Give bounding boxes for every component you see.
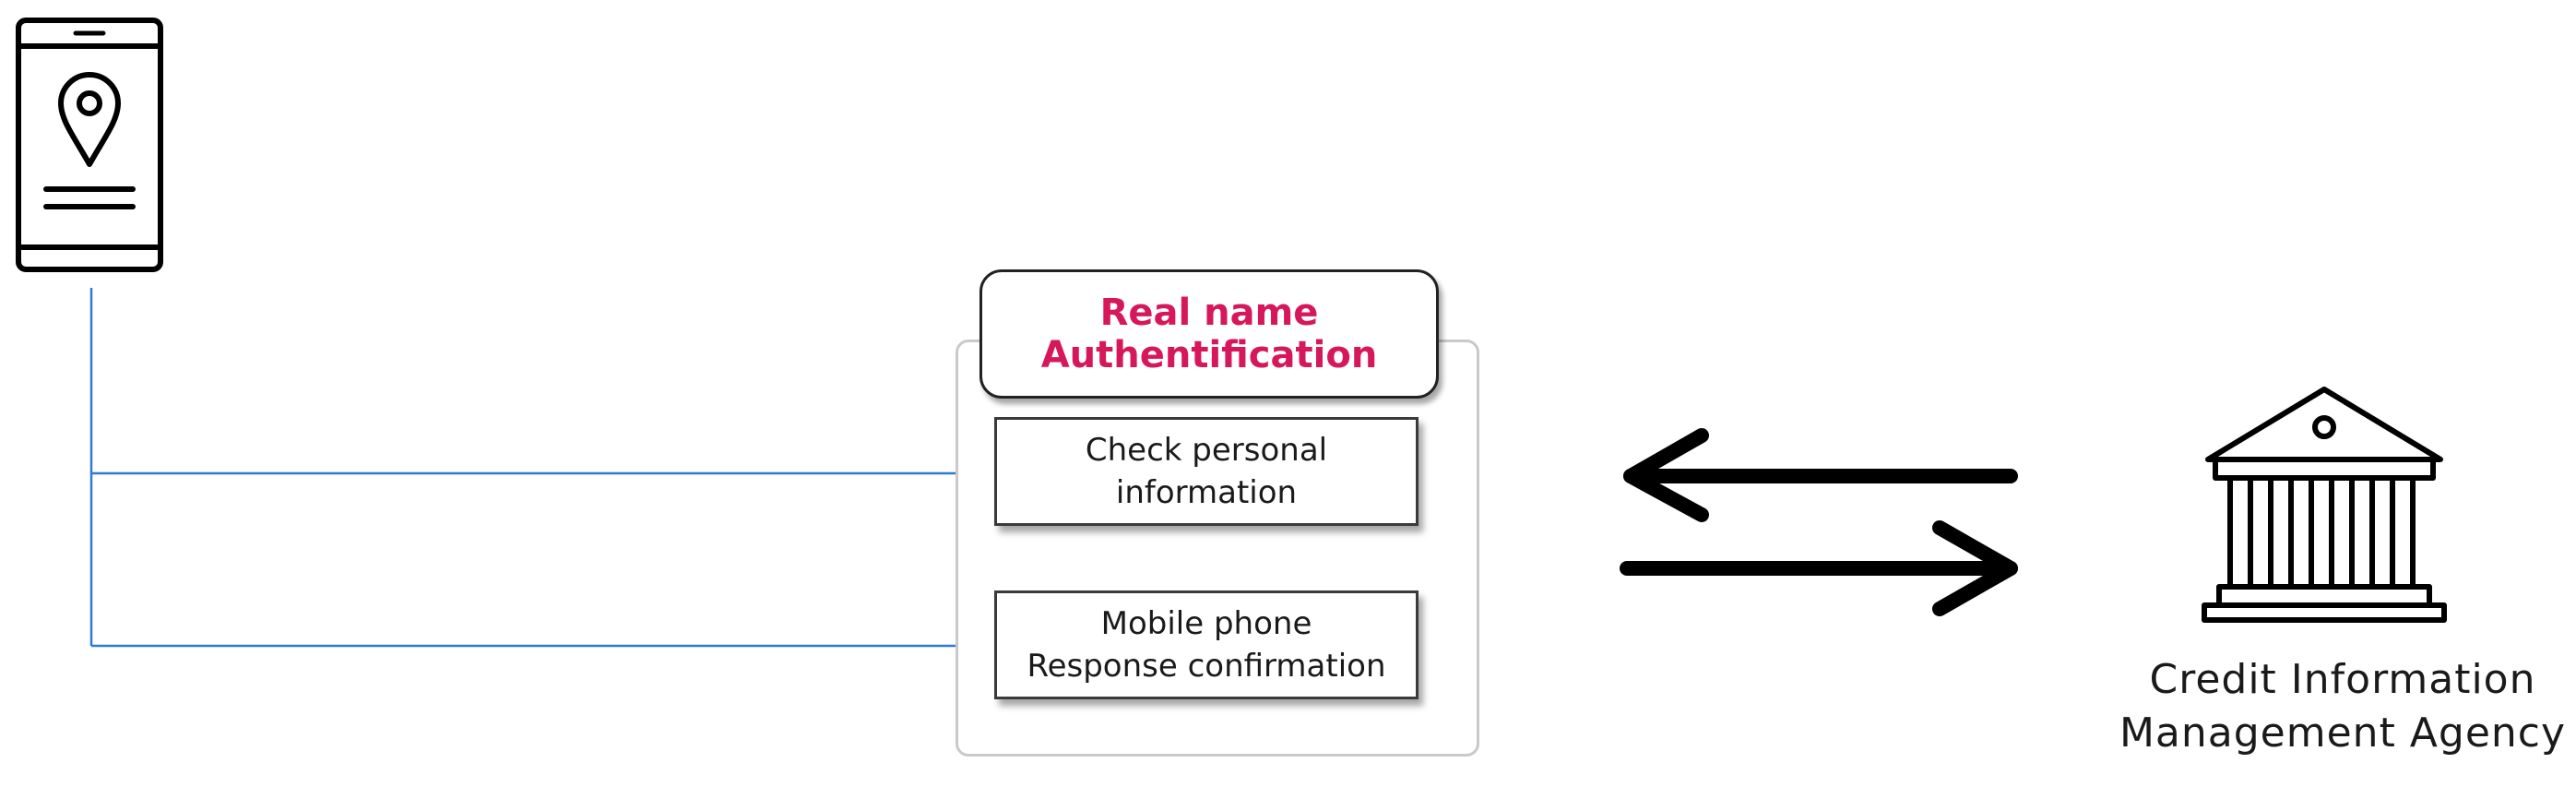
bank-building-icon xyxy=(2202,387,2447,623)
step-label: Check personal information xyxy=(1085,432,1328,511)
auth-title-box: Real name Authentification xyxy=(979,269,1439,399)
mobile-phone-location-icon xyxy=(16,18,163,272)
agency-label: Credit Information Management Agency xyxy=(2119,656,2567,757)
phone-connector xyxy=(89,288,992,654)
auth-title: Real name Authentification xyxy=(1040,292,1378,376)
step-mobile-response-confirmation: Mobile phone Response confirmation xyxy=(994,590,1419,699)
step-label: Mobile phone Response confirmation xyxy=(1027,605,1386,685)
bidirectional-arrows-icon xyxy=(1620,428,2018,616)
step-check-personal-info: Check personal information xyxy=(994,417,1419,526)
